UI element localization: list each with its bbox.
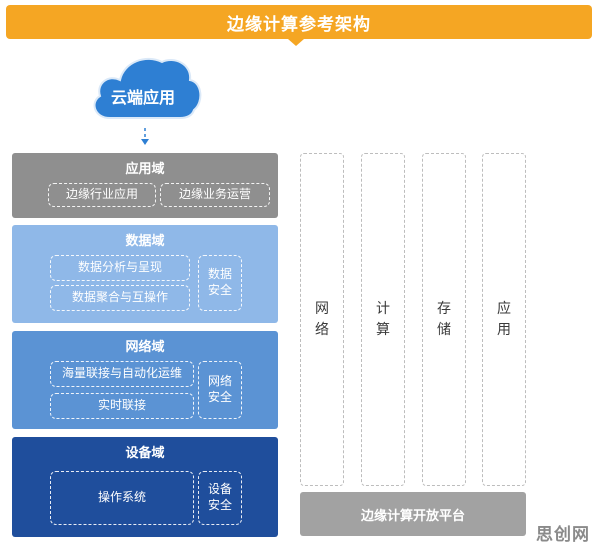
storage-column: 存储 (422, 153, 466, 486)
cloud-icon (93, 57, 202, 119)
edge-open-platform-label: 边缘计算开放平台 (360, 508, 465, 524)
compute-column: 计算 (361, 153, 405, 486)
network-column-label: 网络 (315, 300, 329, 338)
device-domain-title: 设备域 (125, 446, 165, 461)
compute-column-label: 计算 (376, 300, 390, 338)
data-analysis-box: 数据分析与呈现 (50, 255, 190, 281)
data-security-box: 数据安全 (198, 255, 242, 311)
application-domain-title: 应用域 (125, 162, 165, 177)
network-security-box: 网络安全 (198, 361, 242, 419)
massive-connection-box: 海量联接与自动化运维 (50, 361, 194, 387)
operating-system-box: 操作系统 (50, 471, 194, 525)
banner-pointer (288, 39, 304, 46)
storage-column-label: 存储 (437, 300, 451, 338)
edge-open-platform: 边缘计算开放平台 (300, 492, 526, 536)
application-column: 应用 (482, 153, 526, 486)
data-security-label: 数据安全 (207, 267, 232, 297)
application-column-label: 应用 (497, 300, 511, 338)
data-domain-panel: 数据域 数据分析与呈现 数据聚合与互操作 数据安全 (12, 225, 278, 323)
device-domain-panel: 设备域 操作系统 设备安全 (12, 437, 278, 537)
watermark: 思创网 (536, 525, 590, 545)
edge-business-ops-box: 边缘业务运营 (160, 183, 270, 207)
page-title: 边缘计算参考架构 (227, 14, 371, 35)
cloud-app-label: 云端应用 (110, 88, 175, 107)
network-domain-title: 网络域 (125, 340, 165, 355)
data-aggregation-box: 数据聚合与互操作 (50, 285, 190, 311)
network-column: 网络 (300, 153, 344, 486)
application-domain-panel: 应用域 边缘行业应用 边缘业务运营 (12, 153, 278, 218)
network-security-label: 网络安全 (207, 374, 232, 404)
device-security-label: 设备安全 (207, 482, 232, 512)
realtime-connection-box: 实时联接 (50, 393, 194, 419)
network-domain-panel: 网络域 海量联接与自动化运维 实时联接 网络安全 (12, 331, 278, 429)
device-security-box: 设备安全 (198, 471, 242, 525)
edge-industry-app-box: 边缘行业应用 (48, 183, 156, 207)
arrow-down-icon (141, 128, 149, 145)
data-domain-title: 数据域 (125, 234, 165, 249)
page-title-banner: 边缘计算参考架构 (6, 5, 592, 39)
